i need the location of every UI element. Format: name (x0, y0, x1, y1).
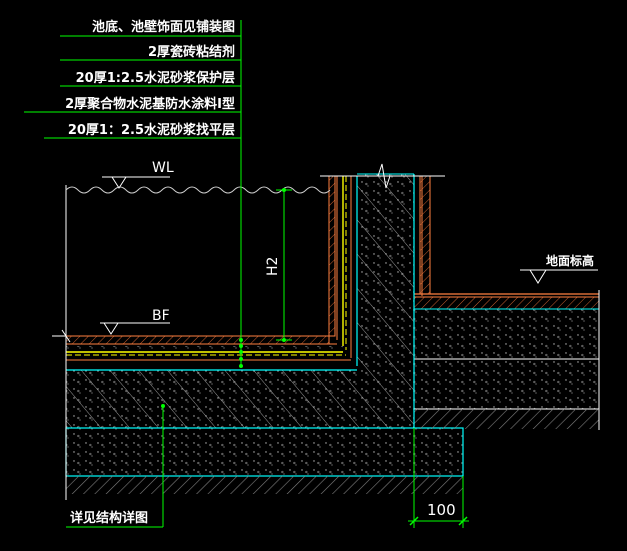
layer-label-2: 2厚瓷砖粘结剂 (148, 44, 235, 60)
layer-labels: 池底、池壁饰面见铺装图 2厚瓷砖粘结剂 20厚1:2.5水泥砂浆保护层 2厚聚合… (65, 19, 235, 138)
floor-finish-layers (65, 176, 357, 371)
left-break-symbol (52, 329, 71, 343)
bottom-level-label: BF (152, 308, 170, 324)
outer-ground (413, 290, 600, 430)
width-dimension: 100 (408, 428, 469, 528)
bottom-level-symbol: BF (100, 308, 170, 335)
layer-label-4: 2厚聚合物水泥基防水涂料Ⅰ型 (65, 96, 235, 112)
width-dimension-label: 100 (427, 501, 456, 519)
layer-label-5: 20厚1：2.5水泥砂浆找平层 (68, 122, 235, 138)
water-surface (65, 186, 331, 194)
height-dimension: H2 (265, 188, 292, 342)
layers-leader (24, 20, 243, 368)
structural-concrete (66, 174, 414, 428)
layer-label-1: 池底、池壁饰面见铺装图 (92, 19, 235, 35)
wall-outline (320, 163, 445, 428)
soil-hatch (66, 476, 463, 494)
structure-note: 详见结构详图 (70, 510, 148, 526)
wall-finish-layers (328, 175, 358, 366)
height-label: H2 (265, 257, 281, 276)
structure-leader: 详见结构详图 (66, 404, 165, 528)
layer-label-3: 20厚1:2.5水泥砂浆保护层 (76, 70, 235, 86)
water-level-symbol: WL (102, 160, 174, 189)
ground-level-label: 地面标高 (546, 253, 594, 268)
water-level-label: WL (152, 160, 174, 176)
ground-level-symbol: 地面标高 (520, 253, 598, 284)
base-cushion-layer (65, 427, 464, 477)
